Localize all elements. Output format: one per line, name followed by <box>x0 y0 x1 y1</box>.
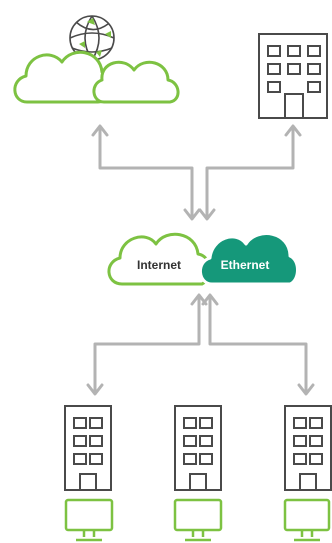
arrow-cloud-to-hub <box>98 126 194 220</box>
office-building-icon <box>258 33 328 119</box>
ethernet-label: Ethernet <box>221 258 270 272</box>
arrowhead-down-branch-right <box>297 383 315 396</box>
computer-monitor-icon <box>283 498 331 542</box>
arrow-hub-to-branch-left <box>93 295 201 395</box>
computer-monitor-icon <box>64 498 114 542</box>
arrowhead-down-branch-left <box>86 383 104 396</box>
internet-ethernet-cloud-icon: Internet Ethernet <box>107 232 299 286</box>
cloud-right-shape <box>92 60 180 104</box>
computer-monitor-icon <box>173 498 223 542</box>
internet-label: Internet <box>137 258 181 272</box>
connector-arrows <box>86 124 315 396</box>
arrow-hub-to-branch-right <box>208 295 308 395</box>
branch-building-icon <box>174 405 222 491</box>
globe-nodes <box>79 18 111 57</box>
ethernet-cloud-shape <box>199 232 299 286</box>
branch-building-icon <box>284 405 332 491</box>
arrowhead-down-hub-left <box>183 208 201 221</box>
cloud-with-globe-icon <box>13 15 180 104</box>
arrow-building-to-hub <box>205 126 295 220</box>
arrowhead-up-hub-right <box>201 293 219 306</box>
globe-icon <box>69 15 115 61</box>
arrowhead-up-cloud <box>91 124 109 137</box>
arrowhead-up-building <box>284 124 302 137</box>
branch-building-icon <box>64 405 112 491</box>
arrowhead-down-hub-right <box>198 208 216 221</box>
